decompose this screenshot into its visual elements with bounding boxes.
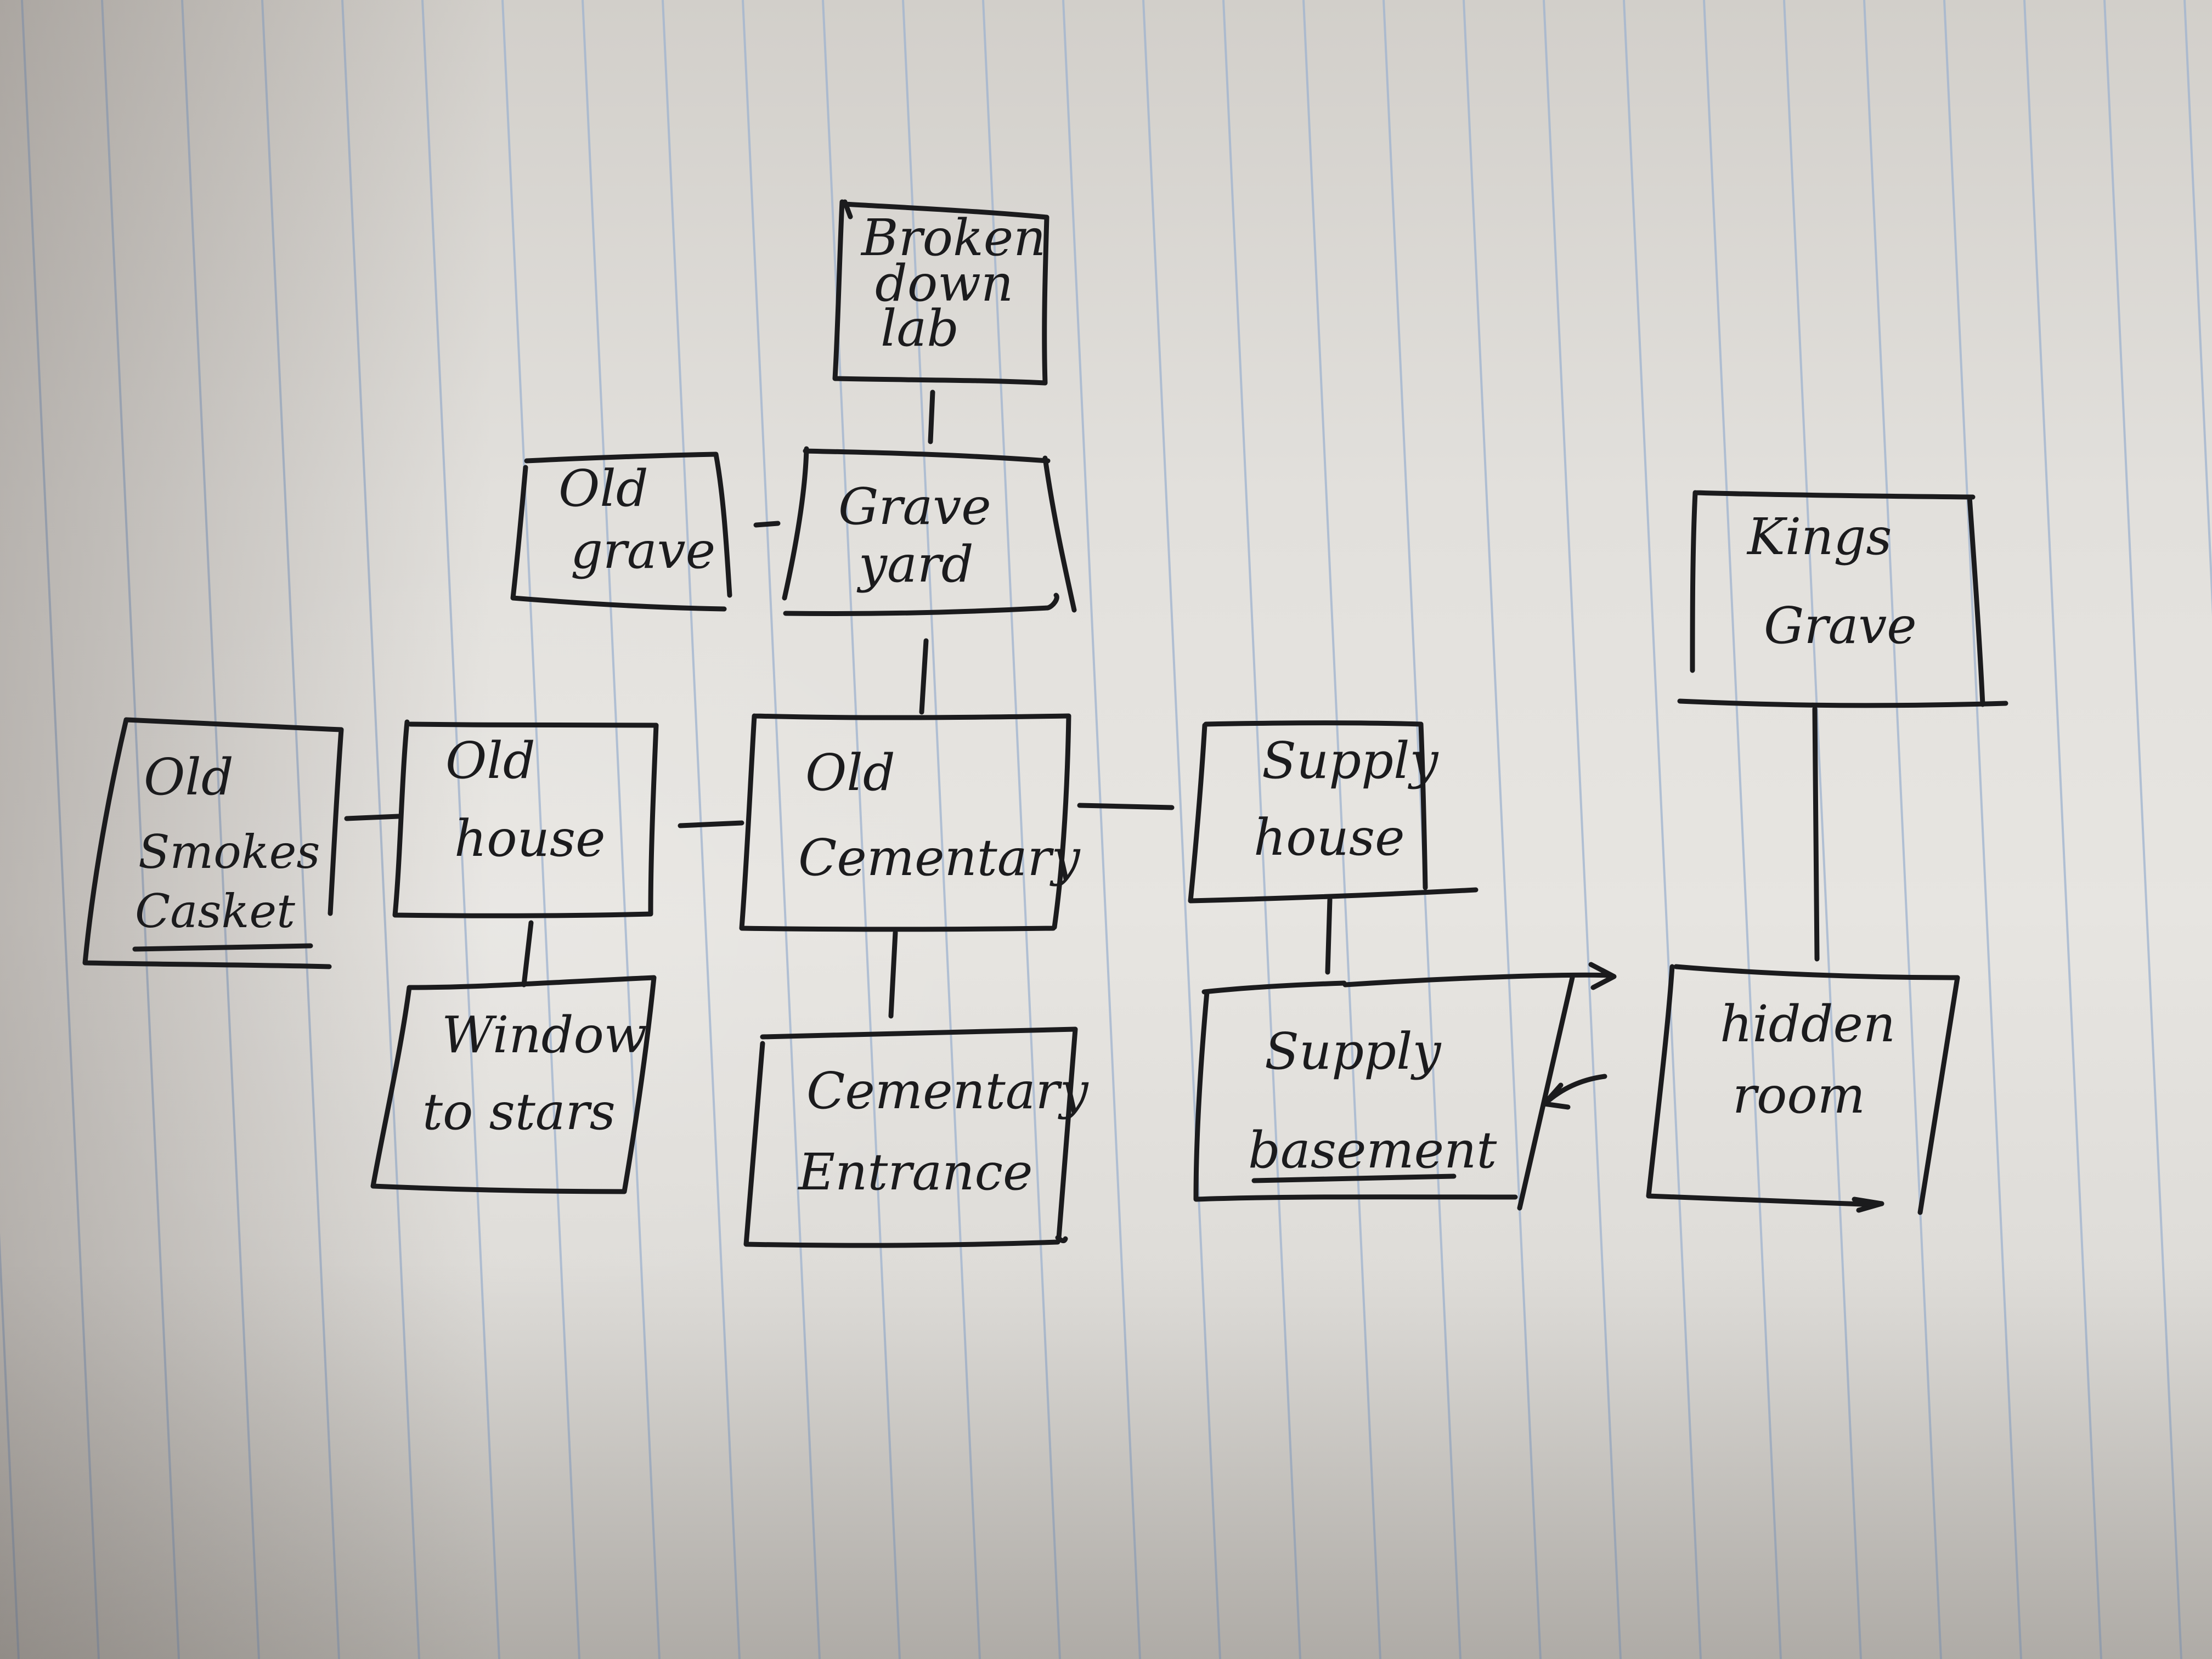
rule-line [582,0,661,1659]
label-hidden-room-1: hidden [1720,995,1895,1053]
label-kings-grave-1: Kings [1746,507,1892,566]
edge-hidden-to-basement-arrow [1542,1074,1607,1110]
box-grave-yard [782,446,1077,617]
label-broken-down-lab-1: Broken [860,208,1046,267]
label-old-cementary-1: Old [805,743,895,802]
rule-line [1222,0,1301,1659]
edge-casket-oldhouse [344,814,401,821]
rule-line [902,0,981,1659]
rule-line [501,0,580,1659]
label-grave-yard-1: Grave [838,477,991,536]
label-old-smokes-casket-2: Smokes [138,825,320,879]
rule-line [1623,0,1702,1659]
label-old-house-2: house [454,809,606,868]
box-supply-house [1188,720,1479,904]
label-supply-house-2: house [1254,808,1405,867]
rule-line [2023,0,2102,1659]
label-cementary-entrance-1: Cementary [806,1062,1089,1120]
rule-line [0,1232,20,1659]
label-supply-basement-1: Supply [1265,1022,1441,1081]
box-old-grave [510,452,732,612]
edge-basement-slash [1517,975,1575,1211]
rule-line [742,0,821,1659]
rule-line [2183,0,2212,617]
rule-line [822,0,901,1659]
label-grave-yard-2: yard [856,535,974,594]
label-broken-down-lab-2: down [875,254,1013,313]
rule-line [261,0,340,1659]
edge-kingsgrave-hidden [1812,706,1820,962]
box-window-to-stars [370,975,657,1194]
edge-oldhouse-window [521,920,534,988]
label-old-grave-1: Old [558,459,648,518]
edge-oldgrave-graveyard [753,521,781,528]
rule-line [421,0,500,1659]
edge-cementary-entrance [888,930,898,1019]
label-supply-house-1: Supply [1262,731,1438,790]
rule-line [181,0,260,1659]
edge-oldhouse-cementary [678,820,744,828]
rule-line [1783,0,1862,1659]
label-hidden-room-2: room [1733,1066,1865,1125]
labels: Broken down lab Old grave Grave yard Kin… [135,208,1917,1201]
edges [132,390,1884,1213]
label-broken-down-lab-3: lab [881,299,959,358]
rule-line [1863,0,1942,1659]
label-window-to-stars-1: Window [442,1006,647,1064]
rule-line [662,0,741,1659]
label-old-cementary-2: Cementary [798,828,1081,887]
edge-graveyard-cementary [919,638,929,715]
label-old-smokes-casket-3: Casket [135,884,295,938]
label-window-to-stars-2: to stars [422,1082,616,1141]
edge-hidden-bottom-arrow [1852,1197,1884,1213]
rule-line [1543,0,1622,1659]
rule-line [341,0,420,1659]
label-old-smokes-casket-1: Old [144,748,234,806]
rule-line [1943,0,2022,1659]
rule-line [1302,0,1381,1659]
edge-lab-graveyard [928,390,935,444]
edge-basement-underline [1251,1173,1457,1183]
rule-line [101,0,180,1659]
box-old-smokes-casket [82,717,344,969]
rule-line [21,0,100,1659]
label-kings-grave-2: Grave [1764,596,1917,655]
box-old-cementary [739,713,1071,932]
edge-cementary-supplyhouse [1077,803,1175,810]
edge-casket-underline [132,943,313,952]
label-old-grave-2: grave [571,521,715,580]
rule-line [982,0,1061,1659]
edge-basement-top-arrow [1342,962,1617,990]
box-broken-down-lab [832,199,1049,386]
label-old-house-1: Old [445,731,535,790]
nodes [82,199,2008,1248]
box-old-house [392,719,659,918]
rule-line [1463,0,1542,1659]
label-supply-basement-2: basement [1248,1121,1497,1180]
box-supply-basement [1193,980,1518,1202]
box-hidden-room [1646,964,1960,1215]
label-cementary-entrance-2: Entrance [797,1143,1032,1201]
box-cementary-entrance [743,1026,1078,1248]
rule-line [1142,0,1221,1659]
rule-line [2103,0,2182,1659]
rule-line [1703,0,1782,1659]
box-kings-grave [1677,490,2008,708]
rule-line [1062,0,1141,1659]
edge-supplyhouse-basement [1325,897,1333,975]
